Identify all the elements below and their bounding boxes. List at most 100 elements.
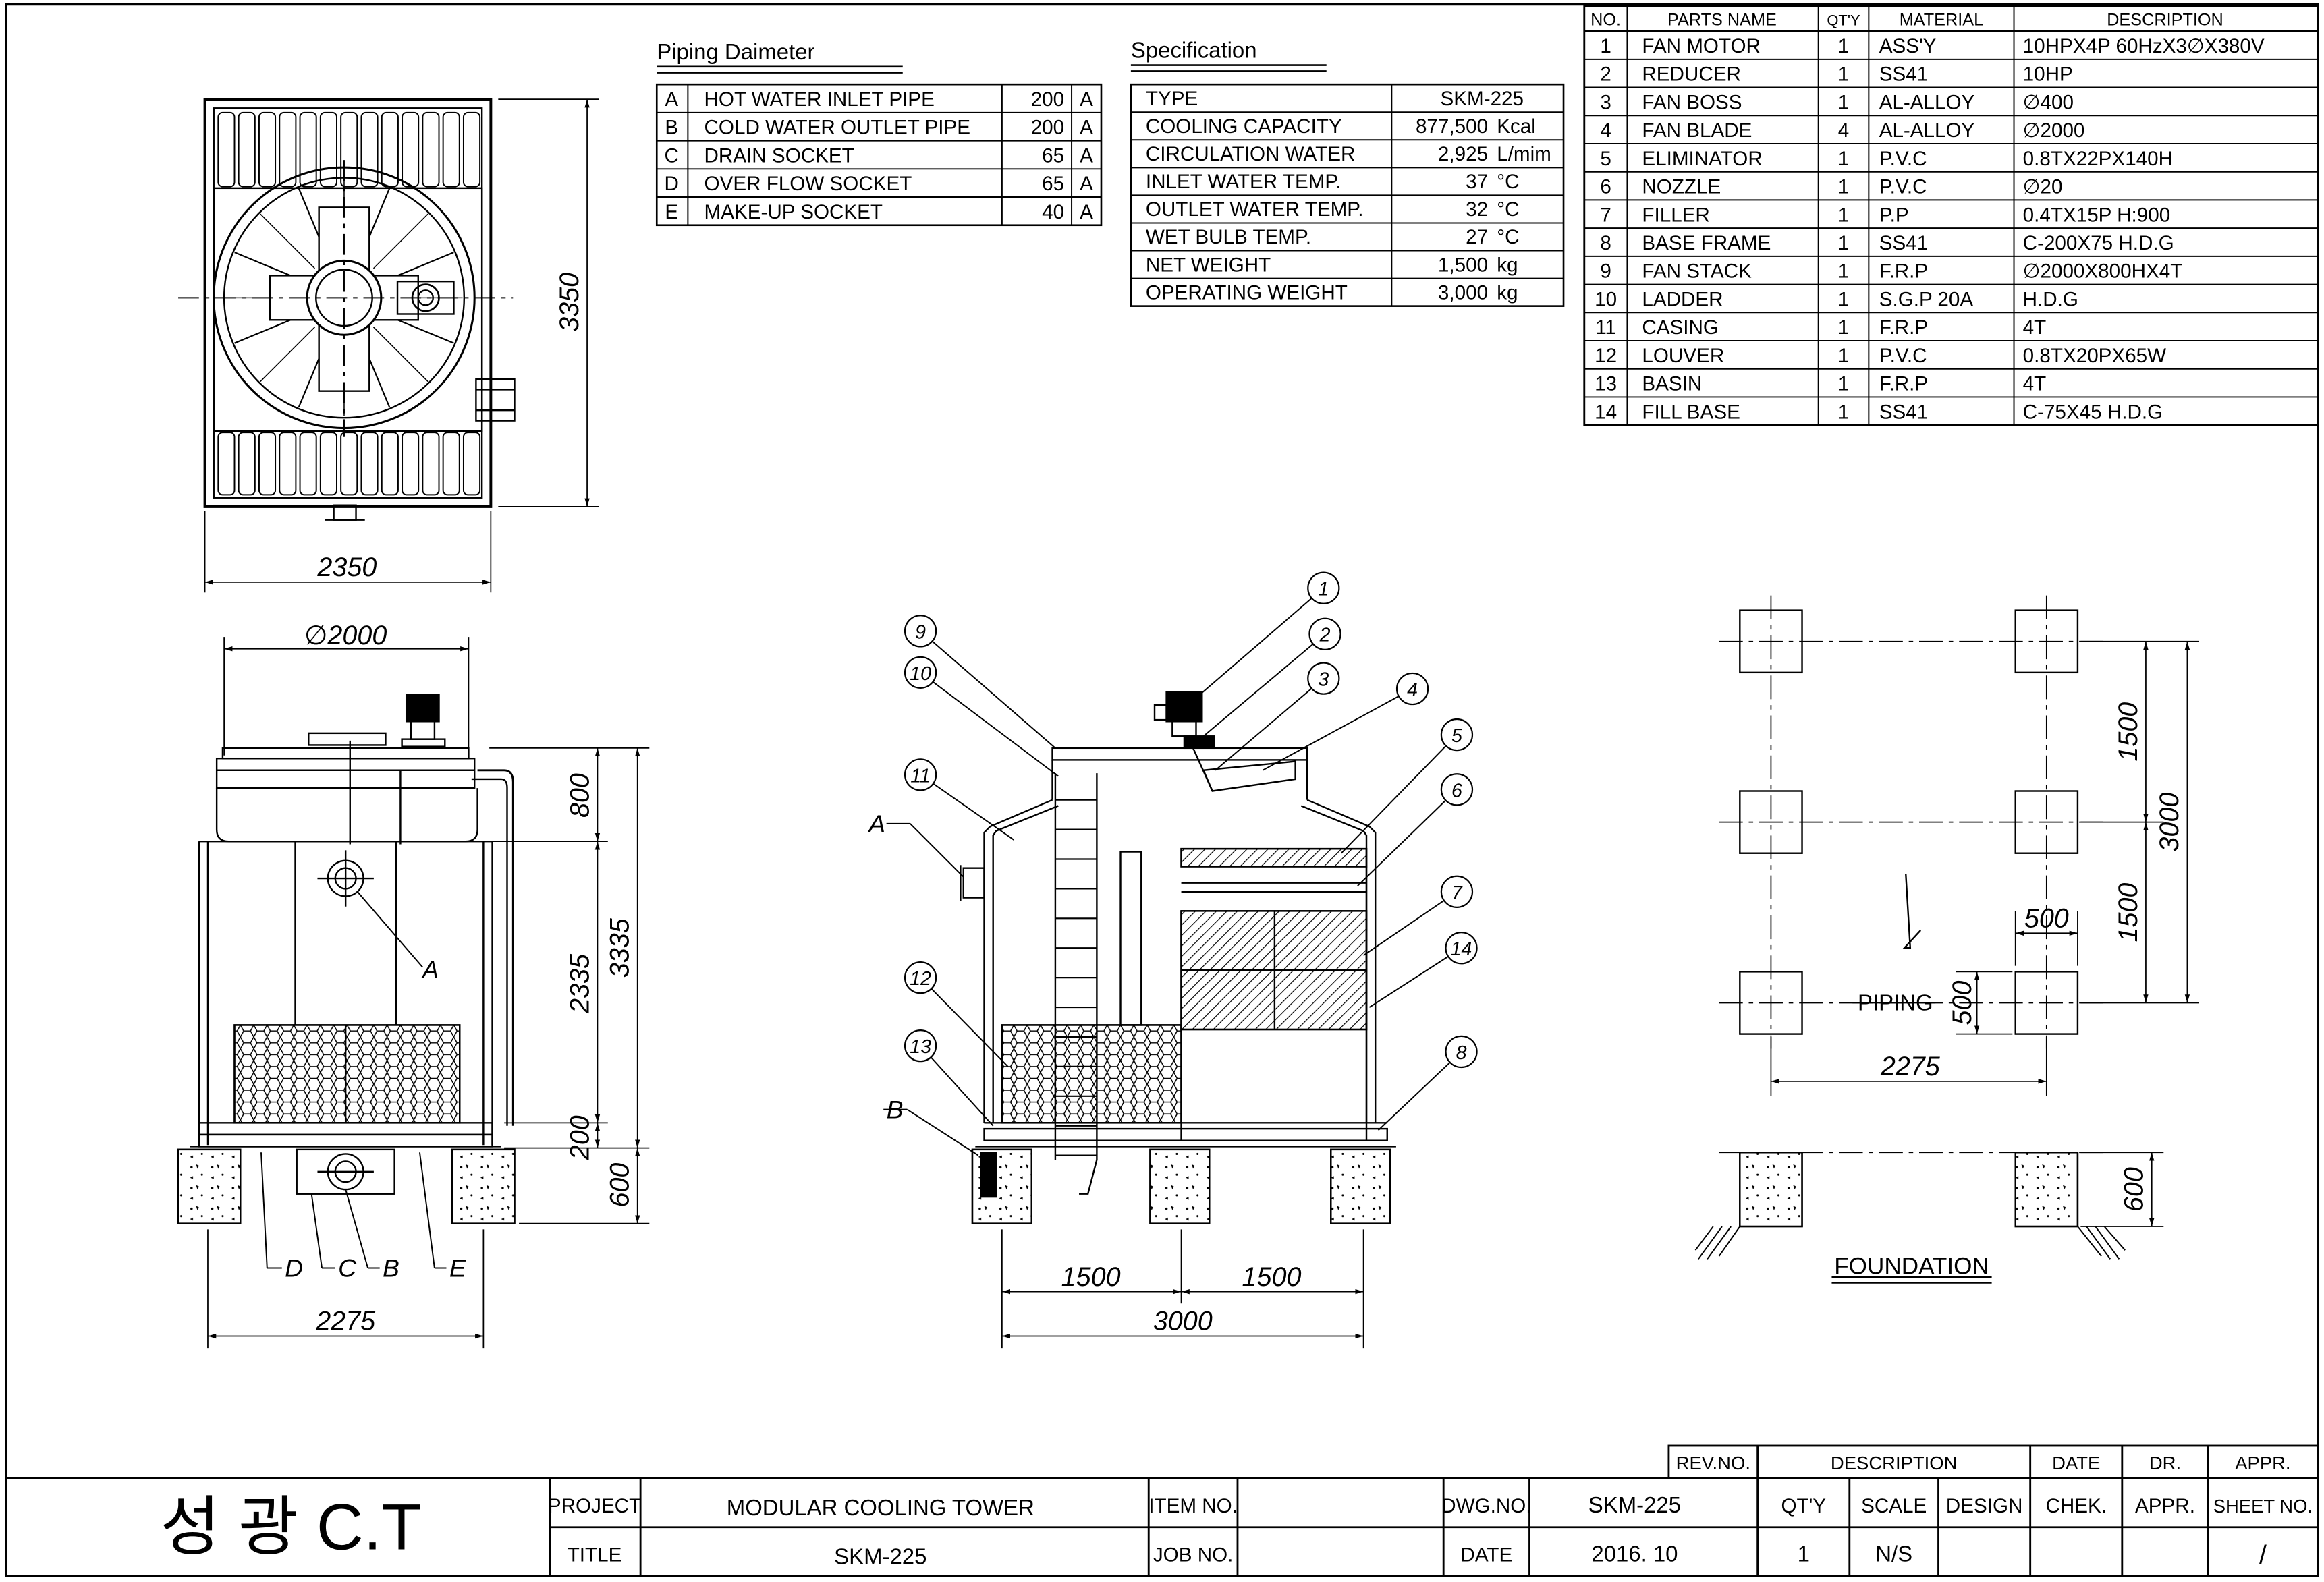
spec-value: 2,925 [1438, 143, 1488, 165]
title-label: TITLE [568, 1544, 622, 1566]
title-block [6, 1444, 2319, 1577]
dim-front-width: 2275 [315, 1307, 376, 1336]
label-c: C [338, 1254, 357, 1282]
balloon-number: 4 [1407, 679, 1418, 701]
balloon-number: 14 [1451, 938, 1472, 960]
parts-cell: CASING [1642, 316, 1719, 339]
parts-cell: REDUCER [1642, 63, 1741, 86]
rev-dr-header: DR. [2149, 1452, 2181, 1473]
parts-cell: ∅2000X800HX4T [2023, 260, 2183, 283]
parts-cell: 9 [1600, 260, 1611, 283]
spec-label: CIRCULATION WATER [1146, 143, 1356, 165]
project-label: PROJECT [548, 1495, 641, 1517]
parts-cell: P.V.C [1879, 345, 1927, 367]
top-louvers [217, 111, 481, 188]
parts-cell: F.R.P [1879, 316, 1928, 339]
parts-cell: 2 [1600, 63, 1611, 86]
dim-200: 200 [565, 1115, 594, 1160]
title-value: SKM-225 [834, 1544, 926, 1569]
parts-cell: 1 [1838, 35, 1849, 57]
parts-cell: FILL BASE [1642, 401, 1740, 423]
parts-cell: 10HPX4P 60HzX3∅X380V [2023, 35, 2265, 57]
dim-top-height: 3350 [555, 273, 584, 332]
balloon-number: 5 [1451, 725, 1462, 747]
rev-no-header: REV.NO. [1676, 1452, 1750, 1473]
dim-side-1500-right: 1500 [1242, 1262, 1302, 1292]
rev-description-header: DESCRIPTION [1831, 1452, 1958, 1473]
parts-cell: 1 [1838, 373, 1849, 395]
piping-unit: A [1080, 201, 1093, 223]
rev-appr-header: APPR. [2235, 1452, 2290, 1473]
parts-cell: 1 [1838, 288, 1849, 310]
parts-cell: P.P [1879, 204, 1909, 226]
parts-cell: P.V.C [1879, 176, 1927, 198]
spec-label: INLET WATER TEMP. [1146, 171, 1341, 193]
label-b: B [383, 1254, 399, 1282]
parts-cell: 10 [1595, 288, 1617, 310]
spec-value: 37 [1466, 171, 1488, 193]
spec-label: WET BULB TEMP. [1146, 226, 1311, 248]
dim-800: 800 [565, 773, 594, 818]
piping-unit: A [1080, 117, 1093, 139]
piping-name: HOT WATER INLET PIPE [704, 88, 935, 111]
parts-cell: FAN BLADE [1642, 119, 1752, 142]
parts-cell: 12 [1595, 345, 1617, 367]
dim-side-1500-left: 1500 [1061, 1262, 1121, 1292]
balloon-number: 13 [910, 1036, 931, 1058]
parts-cell: 3 [1600, 91, 1611, 113]
side-section-view [883, 691, 1396, 1224]
dim-top-width: 2350 [316, 553, 377, 582]
parts-cell: BASE FRAME [1642, 232, 1771, 254]
parts-cell: 0.8TX22PX140H [2023, 148, 2173, 170]
spec-unit: °C [1497, 198, 1519, 221]
parts-cell: 14 [1595, 401, 1617, 423]
dim-fan-diameter: ∅2000 [304, 621, 387, 650]
parts-cell: FAN STACK [1642, 260, 1752, 283]
spec-label: COOLING CAPACITY [1146, 115, 1342, 138]
spec-label: NET WEIGHT [1146, 254, 1271, 276]
balloon-number: 9 [915, 621, 926, 643]
piping-name: OVER FLOW SOCKET [704, 173, 912, 195]
balloon-number: 10 [910, 663, 931, 685]
parts-header: QT'Y [1827, 11, 1860, 28]
piping-size: 40 [1042, 201, 1064, 223]
parts-cell: 1 [1838, 204, 1849, 226]
scale-label: SCALE [1861, 1495, 1927, 1517]
foundation-elevation [1694, 1152, 2164, 1284]
label-e: E [449, 1254, 467, 1282]
dwg-no-label: DWG.NO. [1441, 1495, 1531, 1517]
parts-cell: ∅20 [2023, 176, 2063, 198]
parts-cell: 8 [1600, 232, 1611, 254]
piping-name: DRAIN SOCKET [704, 144, 854, 167]
piping-code: A [665, 88, 678, 111]
parts-cell: 0.4TX15P H:900 [2023, 204, 2171, 226]
spec-unit: °C [1497, 171, 1519, 193]
scale-value: N/S [1875, 1541, 1912, 1566]
parts-cell: FAN BOSS [1642, 91, 1742, 113]
parts-cell: 7 [1600, 204, 1611, 226]
date-value: 2016. 10 [1591, 1541, 1678, 1566]
spec-unit: kg [1497, 254, 1518, 276]
front-view-dimensions [207, 637, 650, 1349]
piping-name: MAKE-UP SOCKET [704, 201, 883, 223]
item-no-label: ITEM NO. [1149, 1495, 1238, 1517]
parts-cell: 4T [2023, 316, 2047, 339]
parts-cell: SS41 [1879, 401, 1928, 423]
parts-header: MATERIAL [1900, 10, 1983, 29]
balloon-number: 8 [1456, 1042, 1467, 1064]
dim-fdn-1500-top: 1500 [2113, 702, 2143, 762]
parts-header: DESCRIPTION [2107, 10, 2223, 29]
parts-cell: C-75X45 H.D.G [2023, 401, 2163, 423]
parts-cell: SS41 [1879, 232, 1928, 254]
spec-unit: Kcal [1497, 115, 1536, 138]
parts-cell: F.R.P [1879, 260, 1928, 283]
dim-fdn-600: 600 [2120, 1167, 2149, 1212]
label-pipe-a: A [421, 957, 438, 983]
spec-value: 32 [1466, 198, 1488, 221]
job-no-label: JOB NO. [1153, 1544, 1234, 1566]
spec-table-title: Specification [1131, 38, 1257, 63]
